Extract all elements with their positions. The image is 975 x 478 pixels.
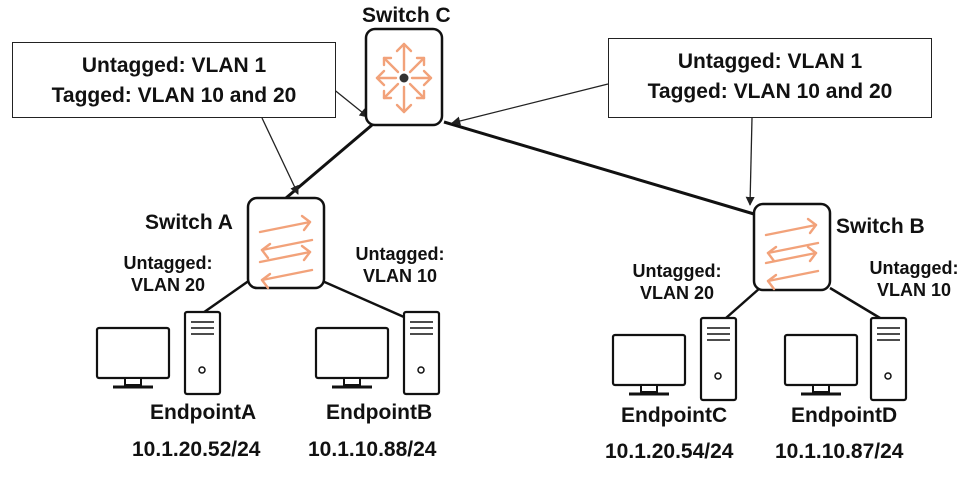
- link-a-endpointb: [319, 278, 405, 319]
- switch-icon: [752, 202, 832, 292]
- monitor-icon: [95, 326, 171, 389]
- endpoint-c-ip: 10.1.20.54/24: [605, 440, 734, 463]
- endpoint-b-name: EndpointB: [326, 401, 433, 424]
- trunk-callout-right: Untagged: VLAN 1 Tagged: VLAN 10 and 20: [608, 38, 932, 118]
- switch-b-title: Switch B: [836, 215, 925, 238]
- callout-untagged-line: Untagged: VLAN 1: [81, 54, 267, 77]
- link-c-b: [443, 120, 755, 216]
- link-c-a: [285, 123, 373, 200]
- link-a-endpointa: [199, 278, 251, 317]
- port-label-b-right: Untagged:VLAN 10: [869, 258, 959, 300]
- tower-pc-icon: [869, 316, 908, 402]
- switch-icon: [246, 196, 326, 290]
- router-icon: [364, 27, 444, 127]
- callout-tagged-line: Tagged: VLAN 10 and 20: [647, 80, 893, 103]
- link-b-endpointd: [829, 286, 881, 320]
- tower-pc-icon: [402, 310, 441, 396]
- callout-untagged-line: Untagged: VLAN 1: [677, 50, 863, 73]
- endpoint-a-name: EndpointA: [150, 401, 257, 424]
- endpoint-d-ip: 10.1.10.87/24: [775, 440, 904, 463]
- monitor-icon: [314, 326, 390, 389]
- callout-left-arrow-2: [261, 117, 299, 195]
- monitor-icon: [611, 333, 687, 396]
- port-label-b-left: Untagged:VLAN 20: [632, 261, 722, 303]
- callout-tagged-line: Tagged: VLAN 10 and 20: [51, 84, 297, 107]
- endpoint-a-ip: 10.1.20.52/24: [132, 438, 261, 461]
- callout-right-arrow-2: [745, 117, 755, 206]
- callout-right-arrow-1: [451, 83, 609, 126]
- tower-pc-icon: [183, 310, 222, 396]
- monitor-icon: [783, 333, 859, 396]
- port-label-a-right: Untagged:VLAN 10: [355, 244, 445, 286]
- switch-c-title: Switch C: [362, 4, 451, 27]
- port-label-a-left: Untagged:VLAN 20: [123, 253, 213, 295]
- switch-a-title: Switch A: [145, 211, 233, 234]
- trunk-callout-left: Untagged: VLAN 1 Tagged: VLAN 10 and 20: [12, 42, 336, 118]
- link-b-endpointc: [725, 287, 761, 319]
- endpoint-c-name: EndpointC: [621, 404, 728, 427]
- endpoint-d-name: EndpointD: [791, 404, 898, 427]
- callout-left-arrow-1: [331, 87, 369, 118]
- tower-pc-icon: [699, 316, 738, 402]
- endpoint-b-ip: 10.1.10.88/24: [308, 438, 437, 461]
